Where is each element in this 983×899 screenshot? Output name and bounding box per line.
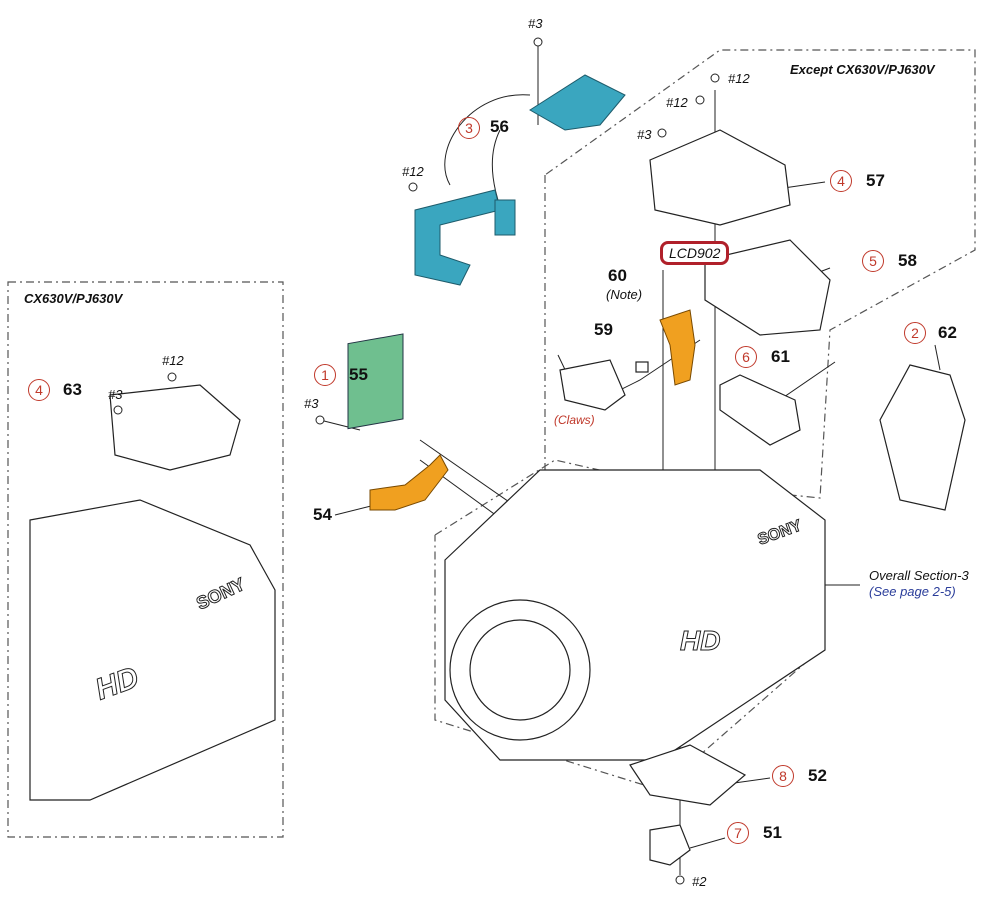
hd-logo: HD bbox=[680, 625, 720, 656]
part-58-lcd-frame bbox=[704, 239, 831, 336]
part-61-bracket bbox=[719, 374, 801, 446]
screw-icons bbox=[113, 37, 720, 885]
part-55-green-board bbox=[347, 333, 404, 430]
callout-7: 7 bbox=[727, 822, 749, 844]
screw-label: #3 bbox=[108, 387, 123, 402]
camera-lens bbox=[449, 599, 591, 741]
part-number-51: 51 bbox=[763, 823, 782, 842]
claws-label: (Claws) bbox=[554, 413, 595, 427]
part-59-bracket bbox=[559, 359, 626, 411]
except-region-border bbox=[544, 49, 976, 499]
part-number-56: 56 bbox=[490, 117, 509, 136]
inset-camera-body bbox=[29, 499, 276, 801]
callout-4: 4 bbox=[830, 170, 852, 192]
screw-label: #3 bbox=[304, 396, 319, 411]
part-number-54: 54 bbox=[313, 505, 332, 524]
callout-2: 2 bbox=[904, 322, 926, 344]
lcd-orange-flex bbox=[659, 309, 696, 386]
part-60-small bbox=[635, 361, 649, 373]
part-number-52: 52 bbox=[808, 766, 827, 785]
part-number-58: 58 bbox=[898, 251, 917, 270]
cx-region-title: CX630V/PJ630V bbox=[24, 291, 123, 306]
part-63-bracket bbox=[109, 384, 241, 471]
screw-label: #12 bbox=[402, 164, 424, 179]
part-62-cover bbox=[879, 364, 966, 511]
screw-label: #3 bbox=[637, 127, 652, 142]
part-number-55: 55 bbox=[349, 365, 368, 384]
part-54-orange-flex bbox=[369, 454, 449, 511]
overall-section-label: Overall Section-3 bbox=[869, 568, 969, 583]
callout-4-inset: 4 bbox=[28, 379, 50, 401]
callout-1: 1 bbox=[314, 364, 336, 386]
screw-label: #12 bbox=[728, 71, 750, 86]
note-label: (Note) bbox=[606, 287, 643, 302]
part-number-62: 62 bbox=[938, 323, 957, 342]
callout-8: 8 bbox=[772, 765, 794, 787]
part-51-jack bbox=[649, 824, 691, 866]
cx-region-border bbox=[7, 281, 284, 838]
see-page-link[interactable]: (See page 2-5) bbox=[869, 584, 956, 599]
part-56-teal bbox=[414, 74, 626, 286]
screw-label: #12 bbox=[162, 353, 184, 368]
part-number-61: 61 bbox=[771, 347, 790, 366]
lcd902-label: LCD902 bbox=[660, 241, 730, 265]
callout-5: 5 bbox=[862, 250, 884, 272]
part-number-60: 60 bbox=[608, 266, 627, 285]
except-region-title: Except CX630V/PJ630V bbox=[790, 62, 935, 77]
callout-6: 6 bbox=[735, 346, 757, 368]
screw-label: #12 bbox=[666, 95, 688, 110]
part-57-bracket bbox=[649, 129, 791, 226]
screw-label: #3 bbox=[528, 16, 543, 31]
callout-3: 3 bbox=[458, 117, 480, 139]
part-52-plate bbox=[629, 744, 747, 806]
part-number-57: 57 bbox=[866, 171, 885, 190]
part-number-63: 63 bbox=[63, 380, 82, 399]
part-number-59: 59 bbox=[594, 320, 613, 339]
screw-label: #2 bbox=[692, 874, 707, 889]
